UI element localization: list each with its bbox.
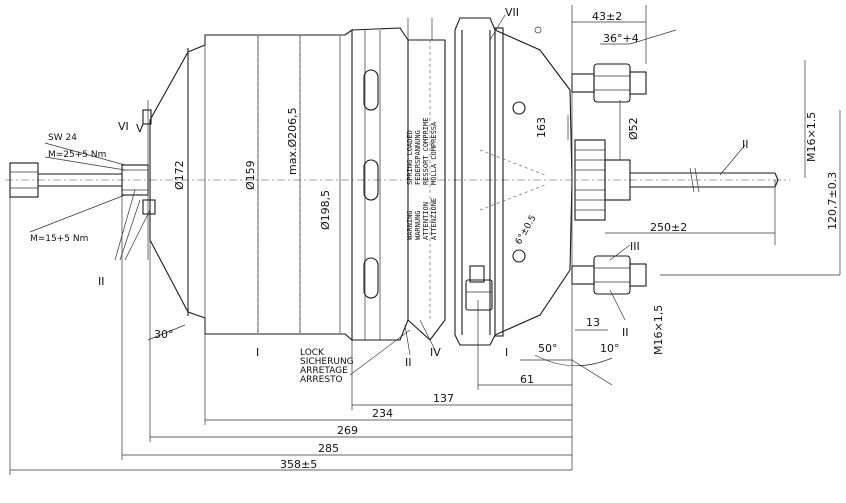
dim-m16-bot: M16×1,5 (652, 305, 665, 355)
leader-lines (29, 14, 746, 376)
label-ii-bottom: II (405, 356, 412, 369)
release-bolt (9, 100, 156, 260)
label-iv: IV (430, 346, 441, 359)
label-ii-rod: II (742, 138, 749, 151)
label-vi: VI (118, 120, 129, 133)
port-bottom (571, 255, 647, 295)
warning-1: WARNING (406, 210, 414, 240)
dim-m16-top: M16×1.5 (805, 112, 818, 162)
dim-43: 43±2 (592, 10, 622, 23)
dim-137: 137 (433, 392, 454, 405)
label-m15: M=15+5 Nm (30, 234, 88, 244)
dim-234: 234 (372, 407, 393, 420)
dim-358: 358±5 (280, 458, 317, 471)
dim-50deg: 50° (538, 342, 558, 355)
label-iii: III (630, 240, 640, 253)
dim-285: 285 (318, 442, 339, 455)
dim-13: 13 (586, 316, 600, 329)
label-arretage: ARRETAGE (300, 366, 348, 376)
label-sicherung: SICHERUNG (300, 357, 354, 367)
port-top (571, 63, 647, 103)
label-sw24: SW 24 (48, 133, 77, 143)
label-vii: VII (505, 6, 519, 19)
label-i-body: I (256, 346, 259, 359)
label-lock: LOCK (300, 348, 325, 358)
dim-10deg: 10° (600, 342, 620, 355)
dim-206: max.Ø206,5 (286, 107, 299, 175)
warning-spring-4: MOLLA COMPRESSA (430, 121, 438, 185)
label-v: V (136, 122, 144, 135)
dim-30deg: 30° (154, 328, 174, 341)
dim-6deg: 6°±0.5 (514, 214, 539, 247)
label-ii-left: II (98, 275, 105, 288)
push-rod (574, 139, 779, 221)
dim-159: Ø159 (244, 160, 257, 190)
dim-120: 120,7±0.3 (826, 172, 839, 230)
dim-52: Ø52 (627, 117, 640, 140)
warning-2: WARNUNG (414, 210, 422, 240)
service-chamber (454, 17, 573, 346)
dim-36: 36°+4 (603, 32, 639, 45)
dim-198: Ø198,5 (319, 190, 332, 230)
dim-172: Ø172 (173, 160, 186, 190)
clamp-band (351, 18, 446, 341)
dim-163: 163 (535, 117, 548, 138)
dim-61: 61 (520, 373, 534, 386)
warning-spring-3: RESSORT COMPRIME (422, 118, 430, 185)
label-i-clamp: I (505, 346, 508, 359)
dimension-lines (9, 5, 841, 475)
warning-3: ATTENTION (422, 202, 430, 240)
warning-4: ATTENZIONE (430, 198, 438, 240)
warning-spring-1: SPRING LOADED (406, 130, 414, 185)
label-arresto: ARRESTO (300, 375, 343, 385)
dim-250: 250±2 (650, 221, 687, 234)
dim-269: 269 (337, 424, 358, 437)
warning-spring-2: FEDERSPANNUNG (414, 130, 422, 185)
label-m25: M=25+5 Nm (48, 150, 106, 160)
label-ii-port: II (622, 326, 629, 339)
